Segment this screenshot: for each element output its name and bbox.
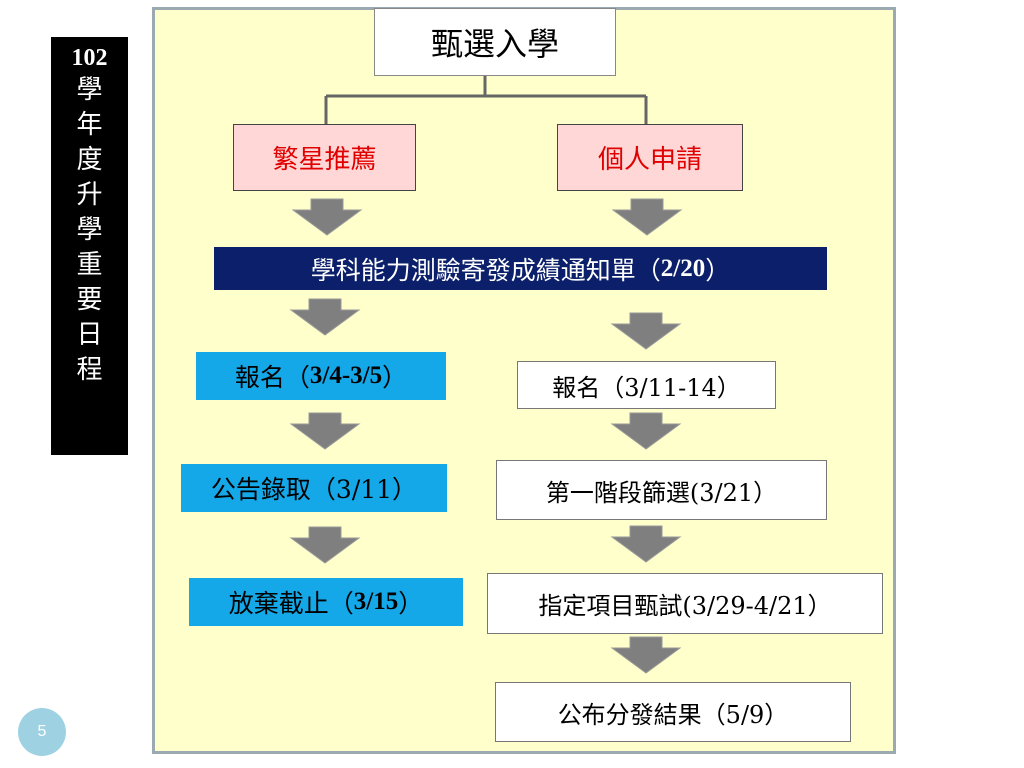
branch-star-recommendation: 繁星推薦 (233, 124, 416, 191)
side-title-char: 度 (76, 145, 103, 175)
root-node: 甄選入學 (374, 8, 616, 76)
shared-step-label: 學科能力測驗寄發成績通知單（ (310, 255, 661, 285)
left-step-register: 報名（3/4-3/5） (196, 352, 446, 400)
page-number-badge: 5 (18, 708, 66, 756)
down-arrow-icon (291, 198, 363, 236)
down-arrow-icon (610, 312, 682, 350)
down-arrow-icon (610, 636, 682, 674)
down-arrow-icon (289, 412, 361, 450)
down-arrow-icon (610, 412, 682, 450)
left-step-label: 報名（ (234, 363, 310, 392)
side-title-char: 重 (76, 250, 103, 280)
side-title-char: 學 (76, 75, 103, 105)
side-title-char: 日 (76, 320, 103, 350)
side-title-year: 102 (71, 45, 108, 71)
left-step-label: 放棄截止（ (228, 589, 354, 618)
left-step-date: 3/4-3/5 (309, 362, 383, 389)
right-step-first-screening: 第一階段篩選(3/21） (496, 460, 827, 520)
down-arrow-icon (611, 198, 683, 236)
down-arrow-icon (289, 298, 361, 336)
shared-step: 學科能力測驗寄發成績通知單（2/20） (214, 247, 827, 290)
shared-step-close: ） (705, 255, 731, 285)
shared-step-date: 2/20 (660, 254, 706, 282)
left-step-date: 3/15 (353, 588, 399, 615)
right-step-interview: 指定項目甄試(3/29-4/21） (487, 573, 883, 634)
down-arrow-icon (610, 525, 682, 563)
branch-personal-application: 個人申請 (557, 124, 743, 191)
side-title-char: 升 (76, 180, 103, 210)
side-title-char: 年 (76, 110, 103, 140)
right-step-register: 報名（3/11-14） (517, 361, 776, 409)
side-title: 102 學 年 度 升 學 重 要 日 程 (51, 37, 128, 455)
right-step-results: 公布分發結果（5/9） (495, 682, 851, 742)
side-title-char: 學 (76, 215, 103, 245)
side-title-char: 程 (76, 355, 103, 385)
side-title-char: 要 (76, 285, 103, 315)
left-step-close: ） (382, 363, 408, 392)
left-step-admission-announcement: 公告錄取（3/11） (181, 464, 447, 512)
tree-connector (324, 76, 648, 124)
left-step-withdrawal-deadline: 放棄截止（3/15） (189, 578, 463, 626)
left-step-close: ） (398, 589, 424, 618)
down-arrow-icon (289, 526, 361, 564)
